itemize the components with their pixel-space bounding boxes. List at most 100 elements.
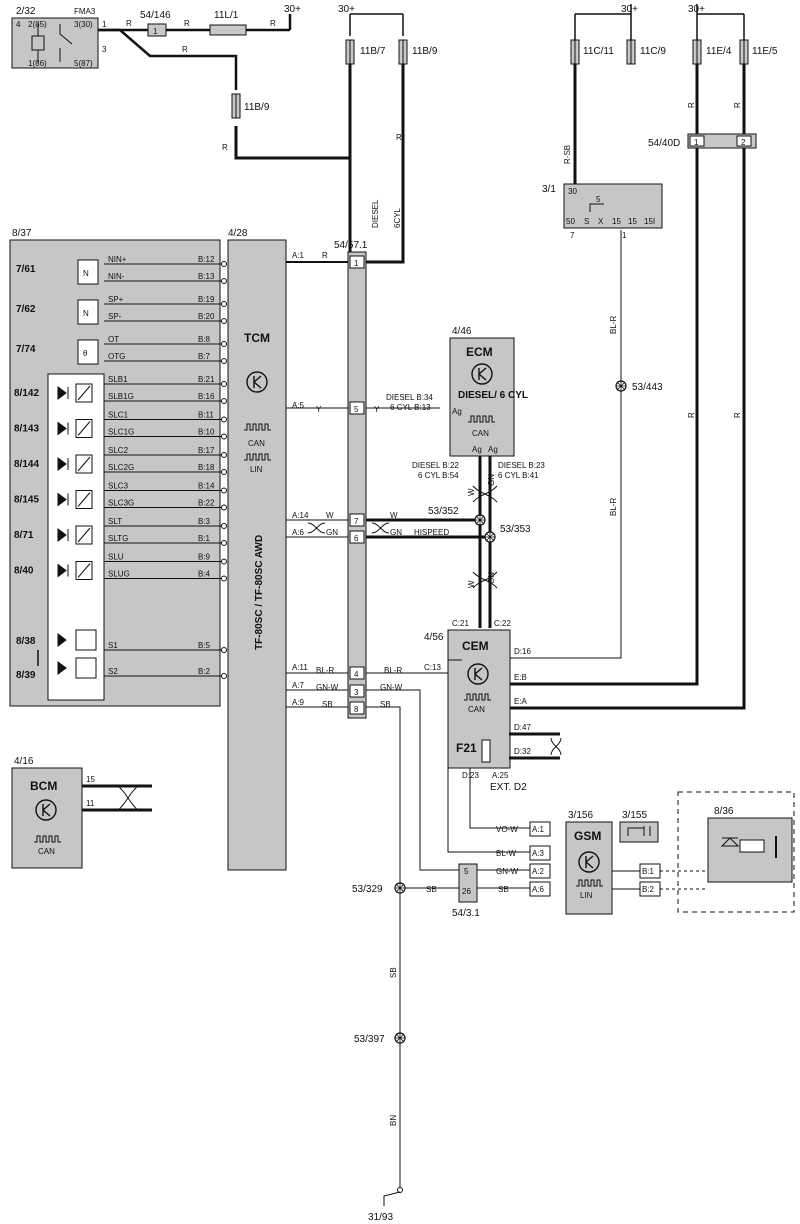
svg-text:2: 2 xyxy=(741,138,746,147)
svg-text:S: S xyxy=(584,217,589,226)
solenoid-8-145-b-label: SLC3G xyxy=(108,499,134,508)
svg-text:W: W xyxy=(326,511,334,520)
solenoid-8-145-b-tcm-pin: B:22 xyxy=(198,499,215,508)
sensor-7-61-symbol: N xyxy=(83,269,89,278)
tcm-a-wires xyxy=(286,261,490,1188)
solenoid-8-40-b-tcm-pin: B:4 xyxy=(198,570,211,579)
svg-text:5(87): 5(87) xyxy=(74,59,93,68)
svg-text:A:2: A:2 xyxy=(532,867,545,876)
svg-text:R-SB: R-SB xyxy=(563,145,572,164)
svg-text:53/397: 53/397 xyxy=(354,1034,385,1045)
svg-text:GN-W: GN-W xyxy=(316,683,339,692)
svg-text:GN: GN xyxy=(390,528,402,537)
svg-text:Ag: Ag xyxy=(472,445,482,454)
shift-solenoid-diode-icon xyxy=(57,633,67,675)
svg-text:54/146: 54/146 xyxy=(140,10,171,21)
svg-text:DIESEL B:23: DIESEL B:23 xyxy=(498,461,545,470)
svg-text:D:32: D:32 xyxy=(514,747,531,756)
svg-text:BL-R: BL-R xyxy=(609,498,618,516)
solenoid-8-143-diode-icon xyxy=(57,421,69,436)
solenoid-8-40-id: 8/40 xyxy=(14,566,34,577)
sensor-7-61-b-label: NIN- xyxy=(108,272,125,281)
relay-2-32: 2/32 FMA3 4 2(85) 3(30) 1 1(86) 5(87) 3 xyxy=(11,6,107,69)
svg-text:B:2: B:2 xyxy=(642,885,655,894)
svg-text:GN-W: GN-W xyxy=(380,683,403,692)
sensor-7-61-id: 7/61 xyxy=(16,264,36,275)
sensor-7-62-b-pin xyxy=(221,318,227,324)
sensor-7-61-a-pin xyxy=(221,261,227,267)
solenoid-8-71-b-pin xyxy=(221,540,227,546)
svg-text:DIESEL B:34: DIESEL B:34 xyxy=(386,393,433,402)
solenoid-8-40-diode-icon xyxy=(57,563,69,578)
svg-text:4/56: 4/56 xyxy=(424,632,444,643)
solenoid-8-145-a-tcm-pin: B:14 xyxy=(198,482,215,491)
svg-text:53/352: 53/352 xyxy=(428,506,459,517)
solenoid-8-71-a-pin xyxy=(221,523,227,529)
svg-text:A:1: A:1 xyxy=(292,251,305,260)
svg-text:1: 1 xyxy=(354,259,359,268)
shift-s1-label: S1 xyxy=(108,641,118,650)
svg-text:SB: SB xyxy=(380,700,391,709)
svg-text:5: 5 xyxy=(464,867,469,876)
sensor-7-62-a-pin xyxy=(221,301,227,307)
shift-s2-pin xyxy=(221,673,227,679)
svg-text:11C/9: 11C/9 xyxy=(640,46,666,57)
solenoid-8-39-id: 8/39 xyxy=(16,670,36,681)
svg-text:W: W xyxy=(467,580,476,588)
svg-text:30+: 30+ xyxy=(284,4,301,15)
sensor-7-61-a-tcm-pin: B:12 xyxy=(198,255,215,264)
svg-text:R: R xyxy=(270,19,276,28)
sensor-7-62-b-label: SP- xyxy=(108,312,122,321)
solenoid-8-144-b-tcm-pin: B:18 xyxy=(198,463,215,472)
svg-text:15: 15 xyxy=(612,217,621,226)
solenoid-8-144-id: 8/144 xyxy=(14,459,39,470)
svg-text:30: 30 xyxy=(568,187,577,196)
fuse-11C-9: 11C/9 xyxy=(626,39,666,65)
svg-text:1: 1 xyxy=(622,231,627,240)
svg-text:D:23: D:23 xyxy=(462,771,479,780)
sensor-7-74-a-pin xyxy=(221,341,227,347)
sensor-7-61-b-pin xyxy=(221,278,227,284)
svg-text:GN: GN xyxy=(326,528,338,537)
svg-text:3(30): 3(30) xyxy=(74,20,93,29)
svg-text:BL-R: BL-R xyxy=(384,666,402,675)
shift-s1-tcm-pin: B:5 xyxy=(198,641,211,650)
svg-text:4/16: 4/16 xyxy=(14,756,34,767)
svg-text:GN: GN xyxy=(487,572,496,584)
sensor-7-74-b-pin xyxy=(221,358,227,364)
svg-text:31/93: 31/93 xyxy=(368,1212,393,1223)
solenoid-8-145-b-pin xyxy=(221,504,227,511)
solenoid-8-142-b-pin xyxy=(221,398,227,404)
svg-text:SB: SB xyxy=(498,885,509,894)
bcm-4-16: 4/16 BCM CAN 15 11 xyxy=(11,756,152,869)
svg-text:CAN: CAN xyxy=(468,705,485,714)
ground-31-93: 31/93 xyxy=(368,1187,403,1223)
svg-text:GN-W: GN-W xyxy=(496,867,519,876)
svg-text:E:A: E:A xyxy=(514,697,528,706)
svg-text:BL-R: BL-R xyxy=(316,666,334,675)
solenoid-8-142-a-pin xyxy=(221,381,227,387)
svg-text:A:14: A:14 xyxy=(292,511,309,520)
svg-text:7: 7 xyxy=(354,517,359,526)
sensor-7-62-a-label: SP+ xyxy=(108,295,124,304)
fuse-11C-11: 11C/11 xyxy=(570,39,614,65)
sensor-7-74 xyxy=(77,339,99,365)
svg-text:11L/1: 11L/1 xyxy=(214,10,239,21)
svg-text:TF-80SC / TF-80SC AWD: TF-80SC / TF-80SC AWD xyxy=(254,535,265,650)
svg-text:W: W xyxy=(390,511,398,520)
relay-id: 2/32 xyxy=(16,6,36,17)
svg-text:3/1: 3/1 xyxy=(542,184,556,195)
svg-text:R: R xyxy=(222,143,228,152)
svg-text:54/3.1: 54/3.1 xyxy=(452,908,480,919)
solenoid-8-145-a-label: SLC3 xyxy=(108,482,129,491)
svg-text:R: R xyxy=(733,412,742,418)
solenoid-8-71-b-tcm-pin: B:1 xyxy=(198,534,211,543)
svg-text:R: R xyxy=(396,133,402,142)
solenoid-8-142-b-tcm-pin: B:16 xyxy=(198,392,215,401)
shift-s2-label: S2 xyxy=(108,667,118,676)
svg-text:R: R xyxy=(182,45,188,54)
solenoid-8-145-a-pin xyxy=(221,487,227,494)
svg-text:1(86): 1(86) xyxy=(28,59,47,68)
svg-text:SB: SB xyxy=(426,885,437,894)
